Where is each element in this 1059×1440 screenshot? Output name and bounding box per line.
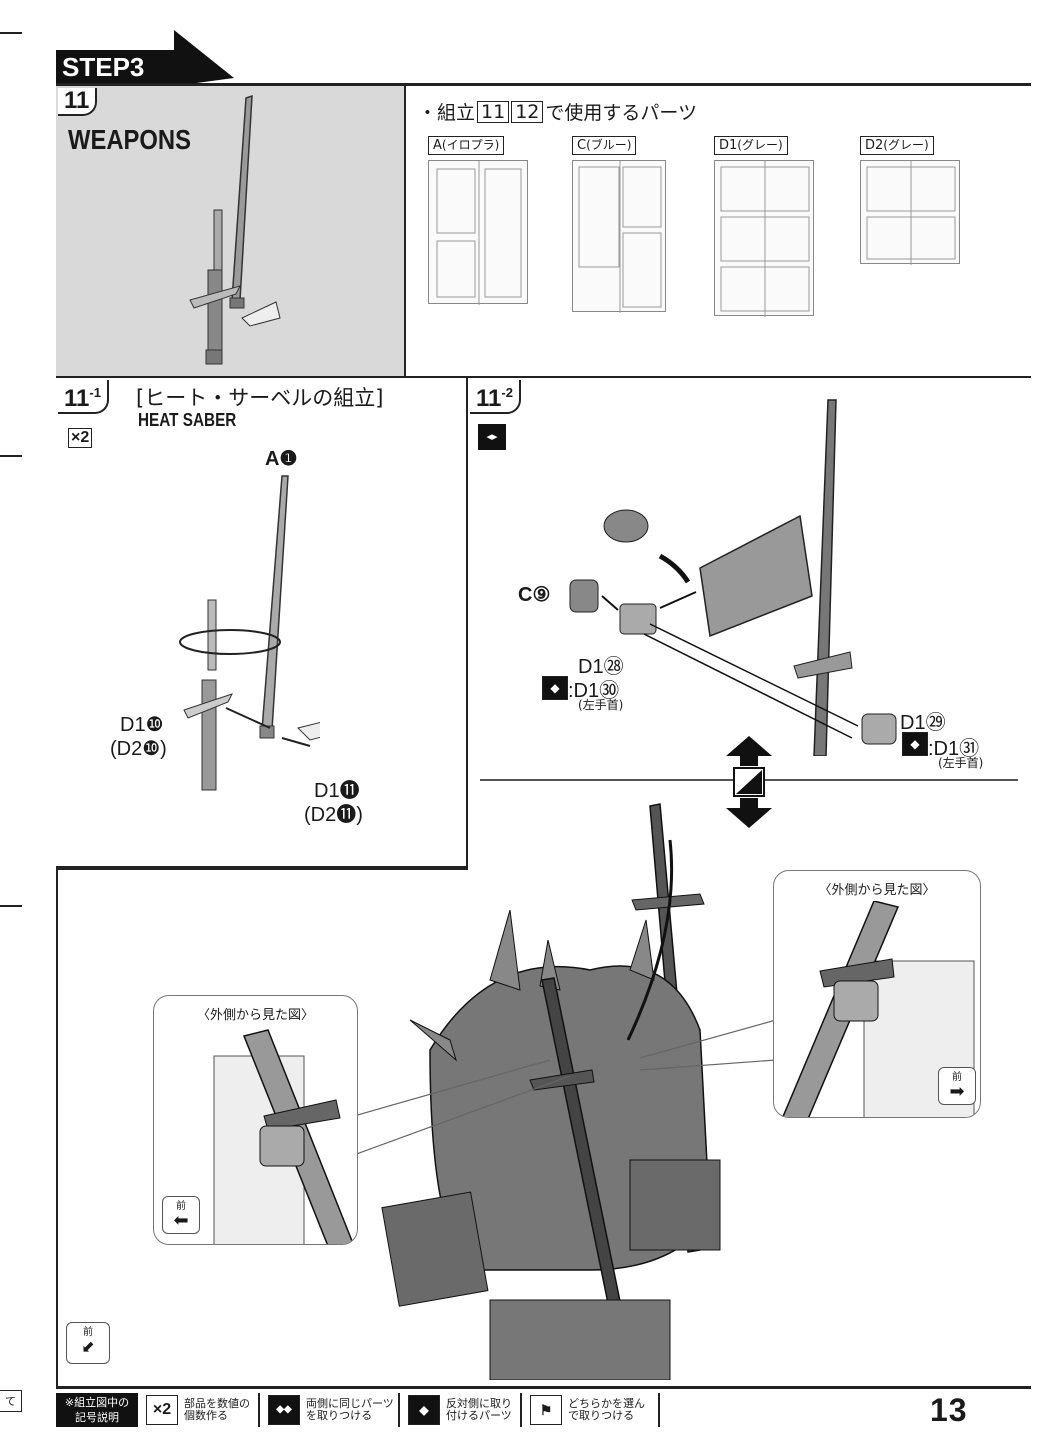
qty-x2-icon: ×2 [68, 428, 93, 448]
parts-intro-n1: 11 [477, 100, 510, 123]
both-sides-icon: ◂▸ [478, 424, 506, 450]
callout-connectors [340, 1020, 777, 1161]
legend-item-choose-one: ⚑ どちらかを選んで取りつける [530, 1393, 645, 1427]
runner-a-label: A(イロプラ) [428, 136, 505, 155]
sub-11-1-title: [ヒート・サーベルの組立] [136, 386, 384, 410]
choose-one-icon [726, 736, 772, 828]
front-indicator-left: 前 ⬅ [162, 1196, 200, 1234]
callout-outside-view-right: 〈外側から見た図〉 前 ➡ [773, 870, 981, 1118]
front-marker: 前 ⬋ [66, 1322, 110, 1364]
legend-item-both-sides: ◆◆ 両側に同じパーツを取りつける [268, 1393, 394, 1427]
callout-left-illustration [213, 1029, 355, 1244]
part-label-d1-28: D1㉘ [578, 656, 624, 678]
callout-outside-view-left: 〈外側から見た図〉 前 ⬅ [153, 995, 358, 1245]
parts-intro-n2: 12 [511, 100, 544, 123]
part-label-d2-11: (D2⓫) [304, 804, 363, 826]
edge-tab: て [0, 1390, 22, 1412]
legend-separator [658, 1393, 660, 1427]
bottom-panel-border [56, 868, 58, 1388]
legend-rule [56, 1386, 1031, 1389]
part-label-a1: A❶ [265, 448, 298, 470]
edge-mark [0, 32, 22, 34]
legend-separator [258, 1393, 260, 1427]
qty-x2-icon: ×2 [146, 1395, 178, 1425]
arrow-right-icon: ➡ [949, 1081, 965, 1102]
part-label-d2-10: (D2❿) [110, 738, 167, 760]
legend-separator [398, 1393, 400, 1427]
page-number: 13 [930, 1392, 968, 1428]
row-rule [56, 376, 1031, 378]
opposite-side-icon: ◆ [408, 1395, 440, 1425]
opposite-side-icon: ◆ [902, 732, 928, 756]
step-tab [56, 30, 234, 86]
part-label-d1-30: :D1㉚ [568, 680, 620, 702]
section-number: 11 [58, 88, 98, 116]
opposite-side-icon: ◆ [542, 676, 568, 700]
direction-icon: ⬋ [81, 1337, 95, 1356]
arrow-left-icon: ⬅ [173, 1210, 189, 1231]
runner-c-label: C(ブルー) [572, 136, 637, 155]
bottom-panel-top [56, 868, 468, 870]
legend-heading: ※組立図中の 記号説明 [56, 1393, 138, 1427]
runner-c [572, 160, 666, 313]
legend-separator [520, 1393, 522, 1427]
sub-11-2-number: 11-2 [470, 380, 521, 414]
parts-intro-prefix: ・組立 [418, 102, 476, 124]
legend-item-opposite-side: ◆ 反対側に取り付けるパーツ [408, 1393, 512, 1427]
parts-intro: ・組立 11 12 で使用するパーツ [418, 98, 697, 125]
runner-d1-label: D1(グレー) [714, 136, 788, 155]
front-indicator-right: 前 ➡ [938, 1067, 976, 1105]
sub-11-1-subtitle: HEAT SABER [138, 410, 237, 430]
edge-mark [0, 455, 22, 457]
both-sides-icon: ◆◆ [268, 1395, 300, 1425]
callout-title-right: 〈外側から見た図〉 [818, 883, 936, 898]
runner-d2-label: D2(グレー) [860, 136, 934, 155]
runner-d2 [860, 160, 960, 265]
part-label-d1-31: :D1㉛ [928, 738, 980, 760]
runner-a [428, 160, 528, 305]
part-label-d1-11: D1⓫ [314, 780, 360, 802]
parts-intro-suffix: で使用するパーツ [545, 102, 698, 124]
choose-one-icon: ⚑ [530, 1395, 562, 1425]
section-title: WEAPONS [68, 124, 191, 155]
left-wrist-note-2: (左手首) [938, 756, 984, 770]
legend-item-quantity: ×2 部品を数値の個数作る [146, 1393, 250, 1427]
part-label-d1-10: D1❿ [120, 714, 164, 736]
left-wrist-note-1: (左手首) [578, 698, 624, 712]
heat-saber-assembly [179, 475, 320, 791]
hand-saber-assembly [569, 399, 859, 756]
sub-11-1-number: 11-1 [58, 380, 109, 414]
hand-part-d1-29 [861, 713, 897, 745]
edge-mark [0, 905, 22, 907]
weapons-illustration [189, 94, 281, 365]
callout-title-left: 〈外側から見た図〉 [196, 1008, 314, 1023]
part-label-d1-29: D1㉙ [900, 712, 946, 734]
step-label: STEP3 [62, 52, 145, 82]
mobile-suit-illustration [381, 803, 721, 1380]
top-rule [56, 83, 1031, 86]
part-label-c9: C⑨ [518, 584, 551, 606]
runner-d1 [714, 160, 814, 317]
sub-11-1-panel [56, 378, 468, 868]
weapons-panel [56, 86, 406, 376]
